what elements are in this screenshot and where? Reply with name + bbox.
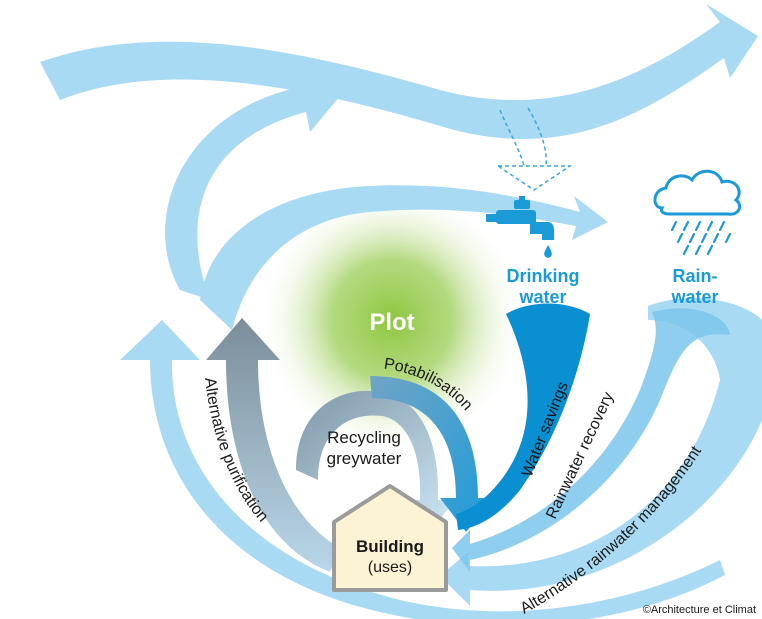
rain-cloud-icon bbox=[653, 169, 742, 256]
rainwater-label-line2: water bbox=[670, 287, 718, 307]
potabilisation-arrow bbox=[370, 376, 494, 532]
recycling-greywater-arrow bbox=[296, 390, 456, 530]
atmosphere-band bbox=[40, 4, 758, 139]
drinking-water-inflow-icon bbox=[495, 107, 573, 191]
recycling-label-line2: greywater bbox=[327, 449, 402, 468]
rainwater-recovery-arrow bbox=[452, 308, 730, 572]
rainwater-label-line1: Rain- bbox=[673, 266, 718, 286]
plot-glow bbox=[257, 185, 527, 455]
recycling-label-line1: Recycling bbox=[327, 428, 401, 447]
supply-arc bbox=[200, 185, 608, 330]
alternative-purification-arrow bbox=[206, 318, 340, 572]
outer-return-arc bbox=[120, 320, 725, 619]
drinking-water-label-line2: water bbox=[518, 287, 566, 307]
water-tap-icon bbox=[486, 196, 554, 258]
building-label: Building bbox=[356, 537, 424, 556]
building-sub-label: (uses) bbox=[368, 559, 412, 576]
alternative-rainwater-management-arrow bbox=[440, 298, 762, 606]
drinking-water-label-line1: Drinking bbox=[506, 266, 579, 286]
evaporation-arrow bbox=[165, 62, 340, 300]
plot-label: Plot bbox=[369, 309, 414, 336]
credit-text: ©Architecture et Climat bbox=[643, 604, 756, 616]
building-shape bbox=[332, 484, 448, 592]
water-savings-arrow bbox=[456, 303, 590, 530]
